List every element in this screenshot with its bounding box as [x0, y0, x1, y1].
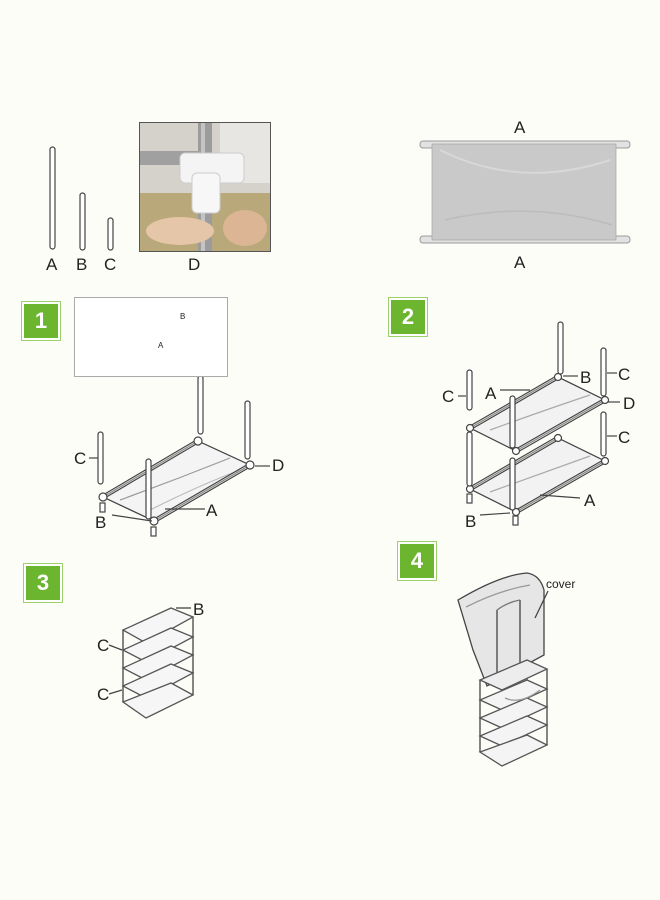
- rod-c: [107, 217, 114, 251]
- step2-label-a-bottom: A: [584, 491, 596, 510]
- step3-assembly: [108, 607, 195, 719]
- step4-cover-label: cover: [546, 577, 576, 591]
- step3-label-c-bottom: C: [97, 685, 110, 704]
- rod-b: [79, 192, 86, 251]
- step2-label-c-left: C: [442, 387, 455, 406]
- connector-photo-art: [140, 123, 270, 251]
- step-badge-3: 3: [24, 564, 62, 602]
- step2-label-c-mid-right: C: [618, 428, 631, 447]
- step1-label-b: B: [95, 513, 107, 532]
- step-badge-2: 2: [389, 298, 427, 336]
- step1-label-c: C: [74, 449, 87, 468]
- step3-label-b: B: [193, 600, 205, 619]
- step4-assembly: [457, 572, 549, 767]
- step-badge-1: 1: [22, 302, 60, 340]
- shelf-panel-illustration: [419, 140, 631, 244]
- step1-inset-label-b: B: [180, 312, 186, 321]
- connector-d-photo: [139, 122, 271, 252]
- rod-b-label: B: [76, 255, 88, 274]
- step2-assembly: [458, 321, 620, 526]
- step1-label-a: A: [206, 501, 218, 520]
- rod-a-label: A: [46, 255, 58, 274]
- step2-label-a-top: A: [485, 384, 497, 403]
- step1-assembly: [89, 375, 270, 537]
- step1-inset-label-a: A: [158, 341, 164, 350]
- rod-c-label: C: [104, 255, 117, 274]
- step2-label-b-top: B: [580, 368, 592, 387]
- rod-a: [49, 146, 56, 250]
- step-badge-4: 4: [398, 542, 436, 580]
- step2-label-c-top-right: C: [618, 365, 631, 384]
- connector-d-label: D: [188, 255, 201, 274]
- step1-inset-box: [74, 297, 228, 377]
- shelf-top-label: A: [514, 118, 526, 137]
- step2-label-d: D: [623, 394, 636, 413]
- step2-label-b-bottom: B: [465, 512, 477, 531]
- shelf-bottom-label: A: [514, 253, 526, 272]
- step1-label-d: D: [272, 456, 285, 475]
- step3-label-c-top: C: [97, 636, 110, 655]
